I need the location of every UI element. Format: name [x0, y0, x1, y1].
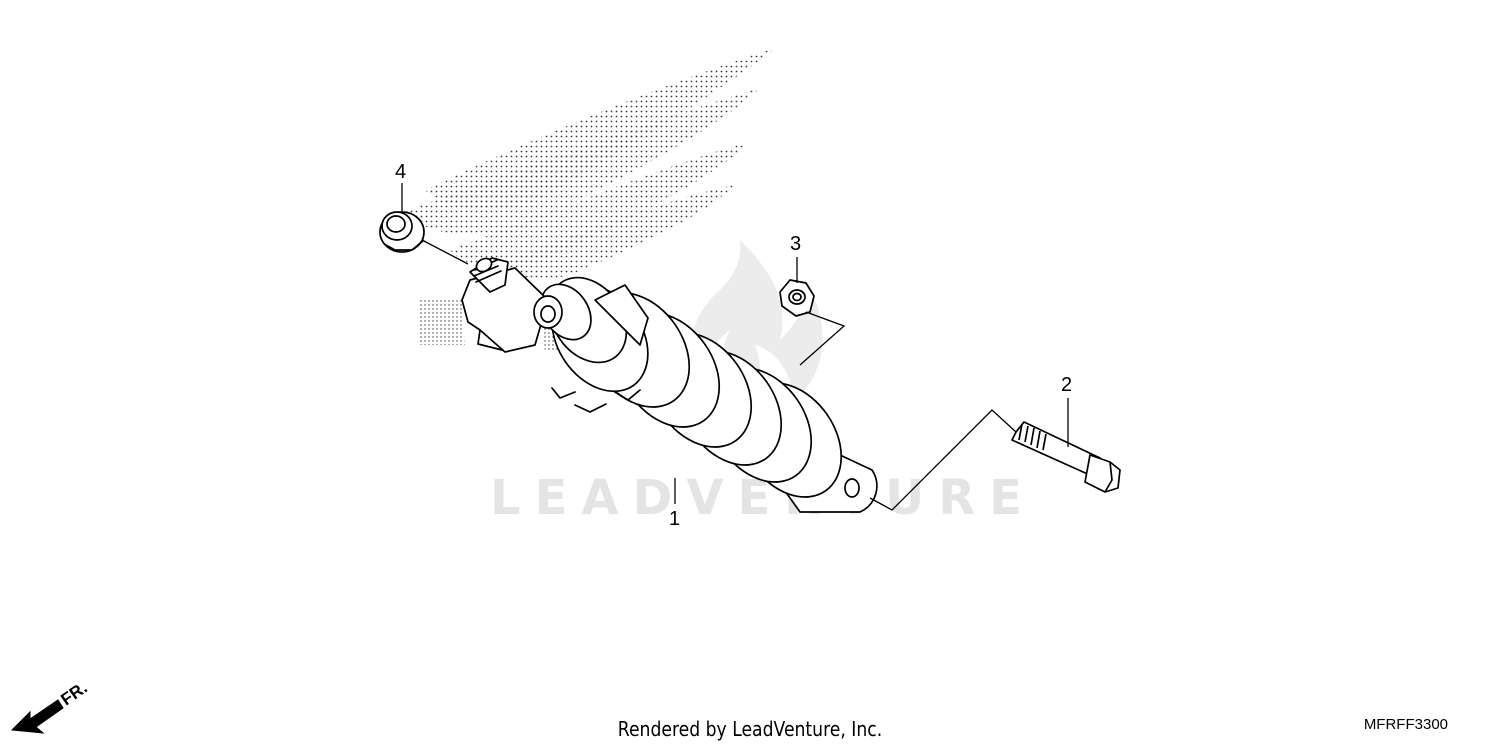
callout-4: 4	[395, 161, 406, 183]
diagram-code: MFRFF3300	[1363, 716, 1448, 733]
callout-2: 2	[1061, 374, 1072, 396]
cap-nut[interactable]	[379, 211, 425, 253]
shock-absorber[interactable]	[461, 256, 878, 517]
flange-bolt[interactable]	[1011, 421, 1121, 493]
rendered-by-credit: Rendered by LeadVenture, Inc.	[617, 717, 883, 741]
callout-3: 3	[790, 233, 801, 255]
front-arrow-icon	[10, 699, 64, 734]
callout-1: 1	[669, 508, 680, 530]
front-direction-indicator: FR.	[10, 678, 91, 734]
flange-nut[interactable]	[779, 279, 815, 317]
leader-lines	[401, 183, 1069, 511]
watermark-text: LEADVENTURE	[490, 470, 1036, 526]
front-label: FR.	[57, 678, 90, 709]
wing-emblem-stipple	[405, 48, 775, 352]
